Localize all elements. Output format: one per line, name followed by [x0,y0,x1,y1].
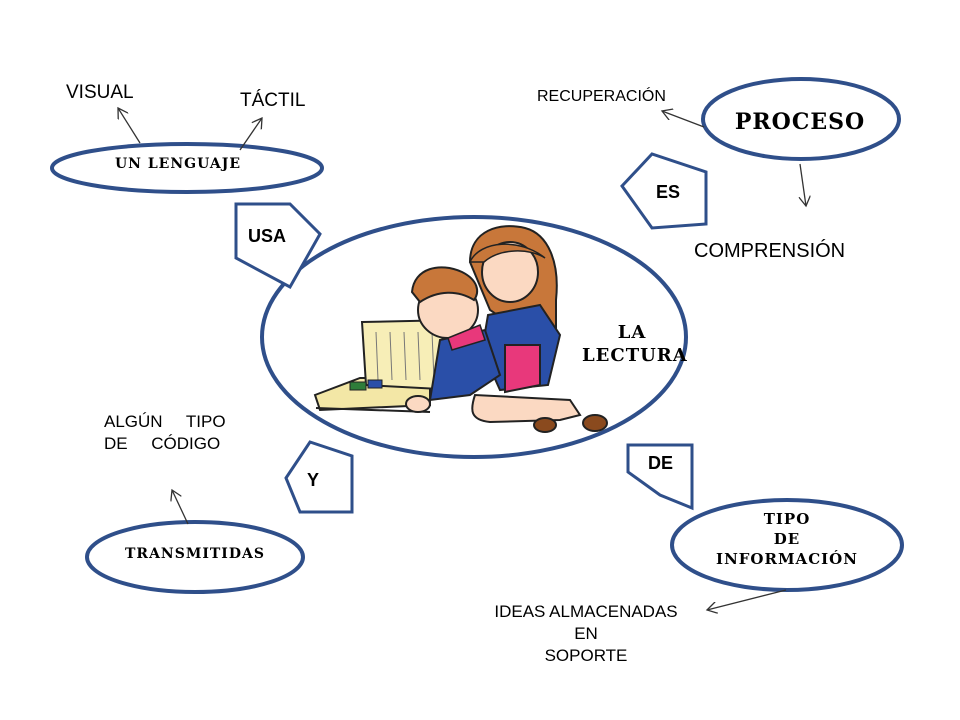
node-proceso-label: PROCESO [734,109,866,135]
node-tipo-info-line2: DE [773,530,801,548]
node-transmitidas-label: TRANSMITIDAS [125,546,265,562]
text-ideas-line2: EN [574,624,598,643]
center-label-line2: LECTURA [582,345,688,366]
connector-de-label: DE [648,453,674,473]
node-proceso-ellipse [701,77,901,161]
connector-usa-label: USA [248,226,287,246]
text-recuperacion: RECUPERACIÓN [537,88,666,105]
arrow-to-ideas [707,589,787,610]
arrow-to-visual [118,108,141,144]
text-codigo-line1: ALGÚN TIPO [104,412,226,431]
node-tipo-info-line3: INFORMACIÓN [716,550,858,568]
children-reading-illustration [313,225,608,433]
text-comprension: COMPRENSIÓN [694,240,846,262]
node-transmitidas-ellipse [85,520,305,594]
text-tactil: TÁCTIL [240,90,306,111]
arrow-to-recuperacion [662,111,705,128]
arrow-to-comprension [800,163,806,206]
connector-es-shape [620,152,708,230]
connector-usa-shape [234,202,322,290]
connector-y-label: Y [307,470,320,490]
arrow-to-codigo [172,490,189,525]
connector-es-label: ES [656,182,681,202]
node-lenguaje-ellipse [50,142,324,194]
node-tipo-info-line1: TIPO [763,510,811,528]
text-ideas-line3: SOPORTE [544,646,628,665]
text-visual: VISUAL [66,82,134,103]
arrow-to-tactil [239,118,262,151]
connector-de-shape [626,443,694,511]
connector-y-shape [284,440,354,514]
text-ideas-line1: IDEAS ALMACENADAS [494,602,678,621]
node-lenguaje-label: UN LENGUAJE [114,156,242,172]
text-codigo-line2: DE CÓDIGO [104,434,221,453]
center-label-line1: LA [617,322,647,343]
node-tipo-info-ellipse [670,498,904,592]
